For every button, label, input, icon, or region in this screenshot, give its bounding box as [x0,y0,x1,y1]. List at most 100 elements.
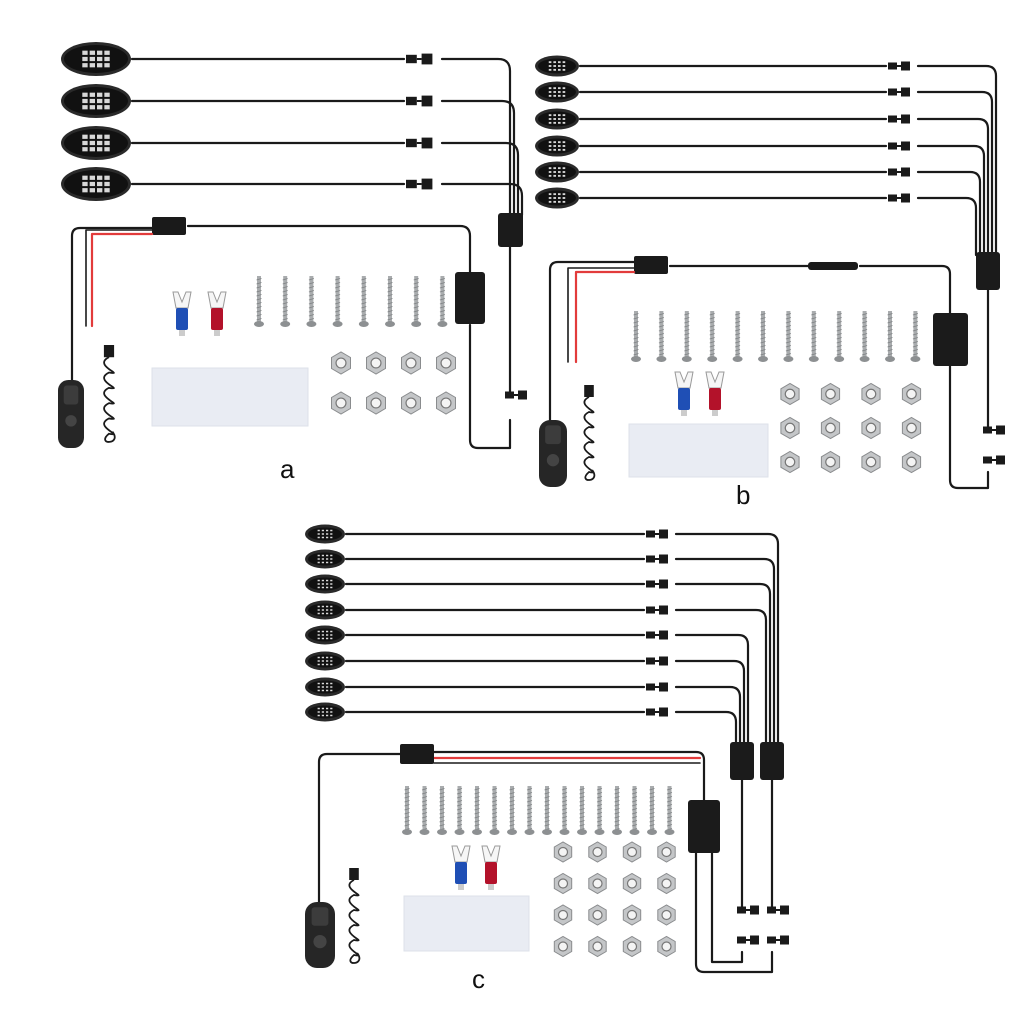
cable [674,582,772,747]
terminal-icon [172,291,192,336]
led-pod-icon [305,600,345,620]
connector-icon [767,905,789,915]
screw-icon [629,786,640,835]
inline-fuse-icon [808,262,858,270]
screw-icon [834,311,845,362]
control-box-icon [933,313,968,366]
cable [440,99,516,217]
cable [440,182,524,217]
led-pod-icon [61,126,131,160]
nut-icon [331,391,351,415]
nut-icon [588,935,607,958]
led-pod-icon [61,167,131,201]
screw-icon [732,311,743,362]
nut-icon [436,351,456,375]
nut-icon [657,935,676,958]
screw-icon [664,786,675,835]
screw-icon [402,786,412,835]
connector-icon [983,455,1005,465]
connector-icon [888,114,910,124]
nut-icon [780,382,800,406]
led-pod-icon [535,81,579,103]
screw-icon [332,276,343,327]
screw-icon [707,311,718,362]
connector-icon [646,682,668,692]
cable [674,659,746,747]
connector-icon [646,630,668,640]
connector-icon [505,390,527,400]
cable [432,750,706,802]
led-pod-icon [305,574,345,594]
nut-icon [553,935,573,958]
screw-icon [910,311,921,362]
connector-icon [983,425,1005,435]
cable [694,851,774,974]
connector-icon [406,53,433,65]
led-pod-icon [305,549,345,569]
connector-icon [646,707,668,717]
led-pod-icon [535,108,579,130]
cable [674,685,742,747]
led-pod-icon [535,135,579,157]
connector-icon [406,178,433,190]
switch-icon [305,902,335,968]
screw-icon [681,311,692,362]
panel-label-a: a [280,454,295,484]
cable [440,141,520,217]
cable [916,144,986,257]
switch-icon [58,380,84,448]
screw-icon [489,786,500,835]
nut-icon [436,391,456,415]
connector-icon [737,935,759,945]
led-pod-icon [305,651,345,671]
cable [548,260,636,427]
cable [90,232,154,328]
connector-icon [888,167,910,177]
cable [468,323,512,450]
nut-icon [901,416,922,440]
connector-icon [737,905,759,915]
screw-icon [631,311,641,362]
cable [916,64,998,257]
panel-b [535,55,1005,490]
nut-icon [622,841,642,863]
cable [440,57,512,217]
nut-icon [622,872,642,895]
led-pod-icon [535,187,579,209]
terminal-icon [207,291,227,336]
connector-icon [646,554,668,564]
connector-icon [888,61,910,71]
led-pod-icon [305,625,345,645]
screw-icon [859,311,870,362]
nut-icon [861,416,881,440]
screw-icon [419,786,430,835]
led-pod-icon [61,42,131,76]
screw-icon [454,786,465,835]
nut-icon [901,382,922,406]
nut-icon [657,841,676,863]
screw-icon [656,311,667,362]
cable [916,170,982,257]
control-box-icon [455,272,485,324]
adhesive-pad-icon [628,423,769,478]
led-pod-icon [305,524,345,544]
screw-icon [358,276,369,327]
nut-icon [366,391,386,415]
nut-icon [657,872,676,895]
screw-icon [280,276,291,327]
screw-icon [472,786,482,835]
screw-icon [783,311,794,362]
screw-icon [254,276,264,327]
connector-icon [646,605,668,615]
connector-icon [406,137,433,149]
cable [948,364,990,490]
cable [674,608,768,747]
led-pod-icon [535,161,579,183]
nut-icon [622,935,642,958]
nut-icon [820,450,841,474]
splitter-box-icon [152,217,186,235]
splitter-box-icon [634,256,668,274]
cable [674,710,738,747]
connector-icon [888,87,910,97]
